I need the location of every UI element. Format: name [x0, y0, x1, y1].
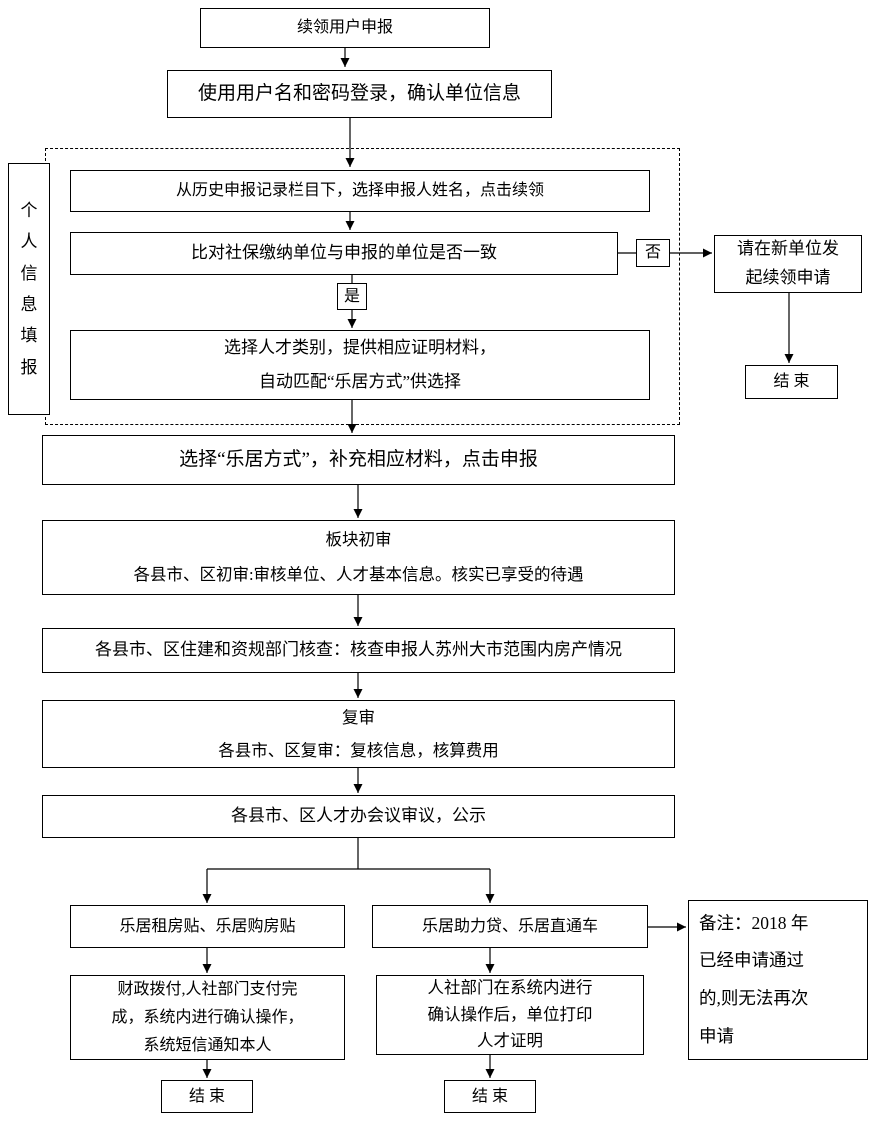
print-cert-node: 人社部门在系统内进行 确认操作后，单位打印 人才证明 — [376, 975, 644, 1055]
re-review-node: 复审 各县市、区复审：复核信息，核算费用 — [42, 700, 675, 768]
no-label: 否 — [636, 239, 670, 267]
initial-review-node: 板块初审 各县市、区初审:审核单位、人才基本信息。核实已享受的待遇 — [42, 520, 675, 595]
personal-info-label: 个人信息填报 — [8, 163, 50, 415]
talent-category-node: 选择人才类别，提供相应证明材料， 自动匹配“乐居方式”供选择 — [70, 330, 650, 400]
rent-subsidy-node: 乐居租房贴、乐居购房贴 — [70, 905, 345, 948]
choose-mode-node: 选择“乐居方式”，补充相应材料，点击申报 — [42, 435, 675, 485]
personal-info-label-text: 个人信息填报 — [20, 200, 38, 377]
start-node: 续领用户申报 — [200, 8, 490, 48]
end-node-left: 结 束 — [161, 1080, 253, 1113]
payment-node: 财政拨付,人社部门支付完 成，系统内进行确认操作， 系统短信通知本人 — [70, 975, 345, 1060]
housing-check-node: 各县市、区住建和资规部门核查：核查申报人苏州大市范围内房产情况 — [42, 628, 675, 673]
meeting-node: 各县市、区人才办会议审议，公示 — [42, 795, 675, 838]
end-node-middle: 结 束 — [444, 1080, 536, 1113]
note-box: 备注：2018 年 已经申请通过 的,则无法再次 申请 — [688, 900, 868, 1060]
history-select-node: 从历史申报记录栏目下，选择申报人姓名，点击续领 — [70, 170, 650, 212]
yes-label: 是 — [337, 283, 367, 310]
loan-node: 乐居助力贷、乐居直通车 — [372, 905, 648, 948]
compare-unit-node: 比对社保缴纳单位与申报的单位是否一致 — [70, 232, 618, 275]
new-unit-node: 请在新单位发 起续领申请 — [714, 235, 862, 293]
login-node: 使用用户名和密码登录，确认单位信息 — [167, 70, 552, 118]
end-node-right: 结 束 — [745, 365, 838, 399]
